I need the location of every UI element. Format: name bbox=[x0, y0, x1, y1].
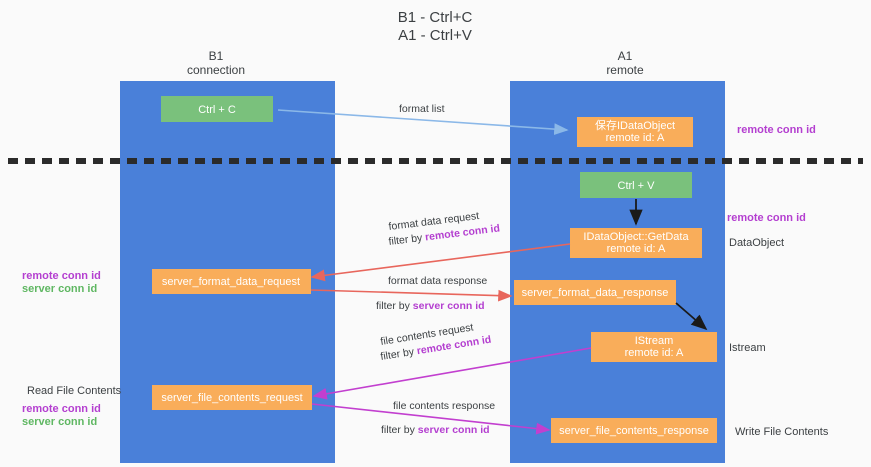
right-label-write-file-contents: Write File Contents bbox=[735, 426, 829, 438]
right-label-remote-conn-id-mid: remote conn id bbox=[727, 212, 806, 224]
filter-prefix-4: filter by bbox=[381, 424, 418, 436]
edge-label-file-contents-response: file contents response filter by server … bbox=[381, 400, 495, 436]
left-label-server-conn-id-2: server conn id bbox=[22, 416, 97, 428]
filter-prefix-1: filter by bbox=[388, 232, 426, 248]
arrow-response-to-istream bbox=[675, 302, 708, 331]
box-save-idataobject-sub: remote id: A bbox=[606, 132, 665, 144]
box-istream[interactable]: IStream remote id: A bbox=[591, 332, 717, 362]
box-server-format-data-request[interactable]: server_format_data_request bbox=[152, 269, 311, 294]
box-server-format-data-response-label: server_format_data_response bbox=[522, 287, 669, 299]
box-server-file-contents-response[interactable]: server_file_contents_response bbox=[551, 418, 717, 443]
arrow-file-contents-request bbox=[312, 347, 592, 400]
box-ctrl-v-label: Ctrl + V bbox=[618, 180, 656, 192]
box-ctrl-c-label: Ctrl + C bbox=[198, 104, 236, 116]
box-istream-rect bbox=[591, 332, 717, 362]
arrow-file-contents-response bbox=[311, 403, 551, 435]
box-ctrl-c[interactable]: Ctrl + C bbox=[161, 96, 273, 122]
arrow-format-data-response bbox=[310, 289, 513, 302]
title-line-2: A1 - Ctrl+V bbox=[398, 27, 472, 44]
box-save-idataobject-rect bbox=[577, 117, 693, 147]
filter-prefix-3: filter by bbox=[380, 345, 418, 363]
box-ctrl-c-rect bbox=[161, 96, 273, 122]
box-server-file-contents-request-rect bbox=[152, 385, 312, 410]
box-idataobject-getdata-rect bbox=[570, 228, 702, 258]
filter-prefix-2: filter by bbox=[376, 300, 413, 312]
filter-value-4: server conn id bbox=[418, 424, 490, 436]
right-label-istream: Istream bbox=[729, 342, 766, 354]
box-istream-sub: remote id: A bbox=[625, 347, 684, 359]
title-line-1: B1 - Ctrl+C bbox=[398, 9, 473, 26]
left-label-read-file-contents: Read File Contents bbox=[27, 385, 122, 397]
edge-label-format-list: format list bbox=[399, 103, 445, 115]
column-header-b1-sub: connection bbox=[187, 63, 245, 77]
edge-filter-file-contents-response: filter by server conn id bbox=[381, 424, 490, 436]
box-server-format-data-response[interactable]: server_format_data_response bbox=[514, 280, 676, 305]
box-idataobject-getdata[interactable]: IDataObject::GetData remote id: A bbox=[570, 228, 702, 258]
right-label-dataobject: DataObject bbox=[729, 237, 784, 249]
box-server-file-contents-request[interactable]: server_file_contents_request bbox=[152, 385, 312, 410]
box-server-format-data-request-rect bbox=[152, 269, 311, 294]
box-istream-label: IStream bbox=[635, 335, 674, 347]
right-label-remote-conn-id-top: remote conn id bbox=[737, 124, 816, 136]
edge-label-format-data-response-text: format data response bbox=[388, 275, 487, 287]
arrow-format-list bbox=[277, 109, 569, 136]
left-label-remote-conn-id-2: remote conn id bbox=[22, 403, 101, 415]
box-server-format-data-request-label: server_format_data_request bbox=[162, 276, 300, 288]
box-idataobject-getdata-label: IDataObject::GetData bbox=[583, 231, 689, 243]
filter-value-2: server conn id bbox=[413, 300, 485, 312]
column-header-a1-name: A1 bbox=[618, 49, 633, 63]
left-label-server-conn-id-1: server conn id bbox=[22, 283, 97, 295]
box-save-idataobject-label: 保存IDataObject bbox=[595, 118, 675, 132]
box-save-idataobject[interactable]: 保存IDataObject remote id: A bbox=[577, 117, 693, 147]
box-server-file-contents-response-rect bbox=[551, 418, 717, 443]
arrow-format-data-request bbox=[310, 243, 571, 282]
box-server-file-contents-response-label: server_file_contents_response bbox=[559, 425, 709, 437]
box-server-file-contents-request-label: server_file_contents_request bbox=[161, 392, 302, 404]
edge-label-file-contents-response-text: file contents response bbox=[393, 400, 495, 412]
box-ctrl-v[interactable]: Ctrl + V bbox=[580, 172, 692, 198]
left-label-remote-conn-id-1: remote conn id bbox=[22, 270, 101, 282]
box-ctrl-v-rect bbox=[580, 172, 692, 198]
edge-filter-format-data-response: filter by server conn id bbox=[376, 300, 485, 312]
box-server-format-data-response-rect bbox=[514, 280, 676, 305]
column-header-a1-sub: remote bbox=[606, 63, 644, 77]
column-header-b1-name: B1 bbox=[209, 49, 224, 63]
box-idataobject-getdata-sub: remote id: A bbox=[607, 243, 666, 255]
edge-label-format-data-response: format data response filter by server co… bbox=[376, 275, 487, 312]
